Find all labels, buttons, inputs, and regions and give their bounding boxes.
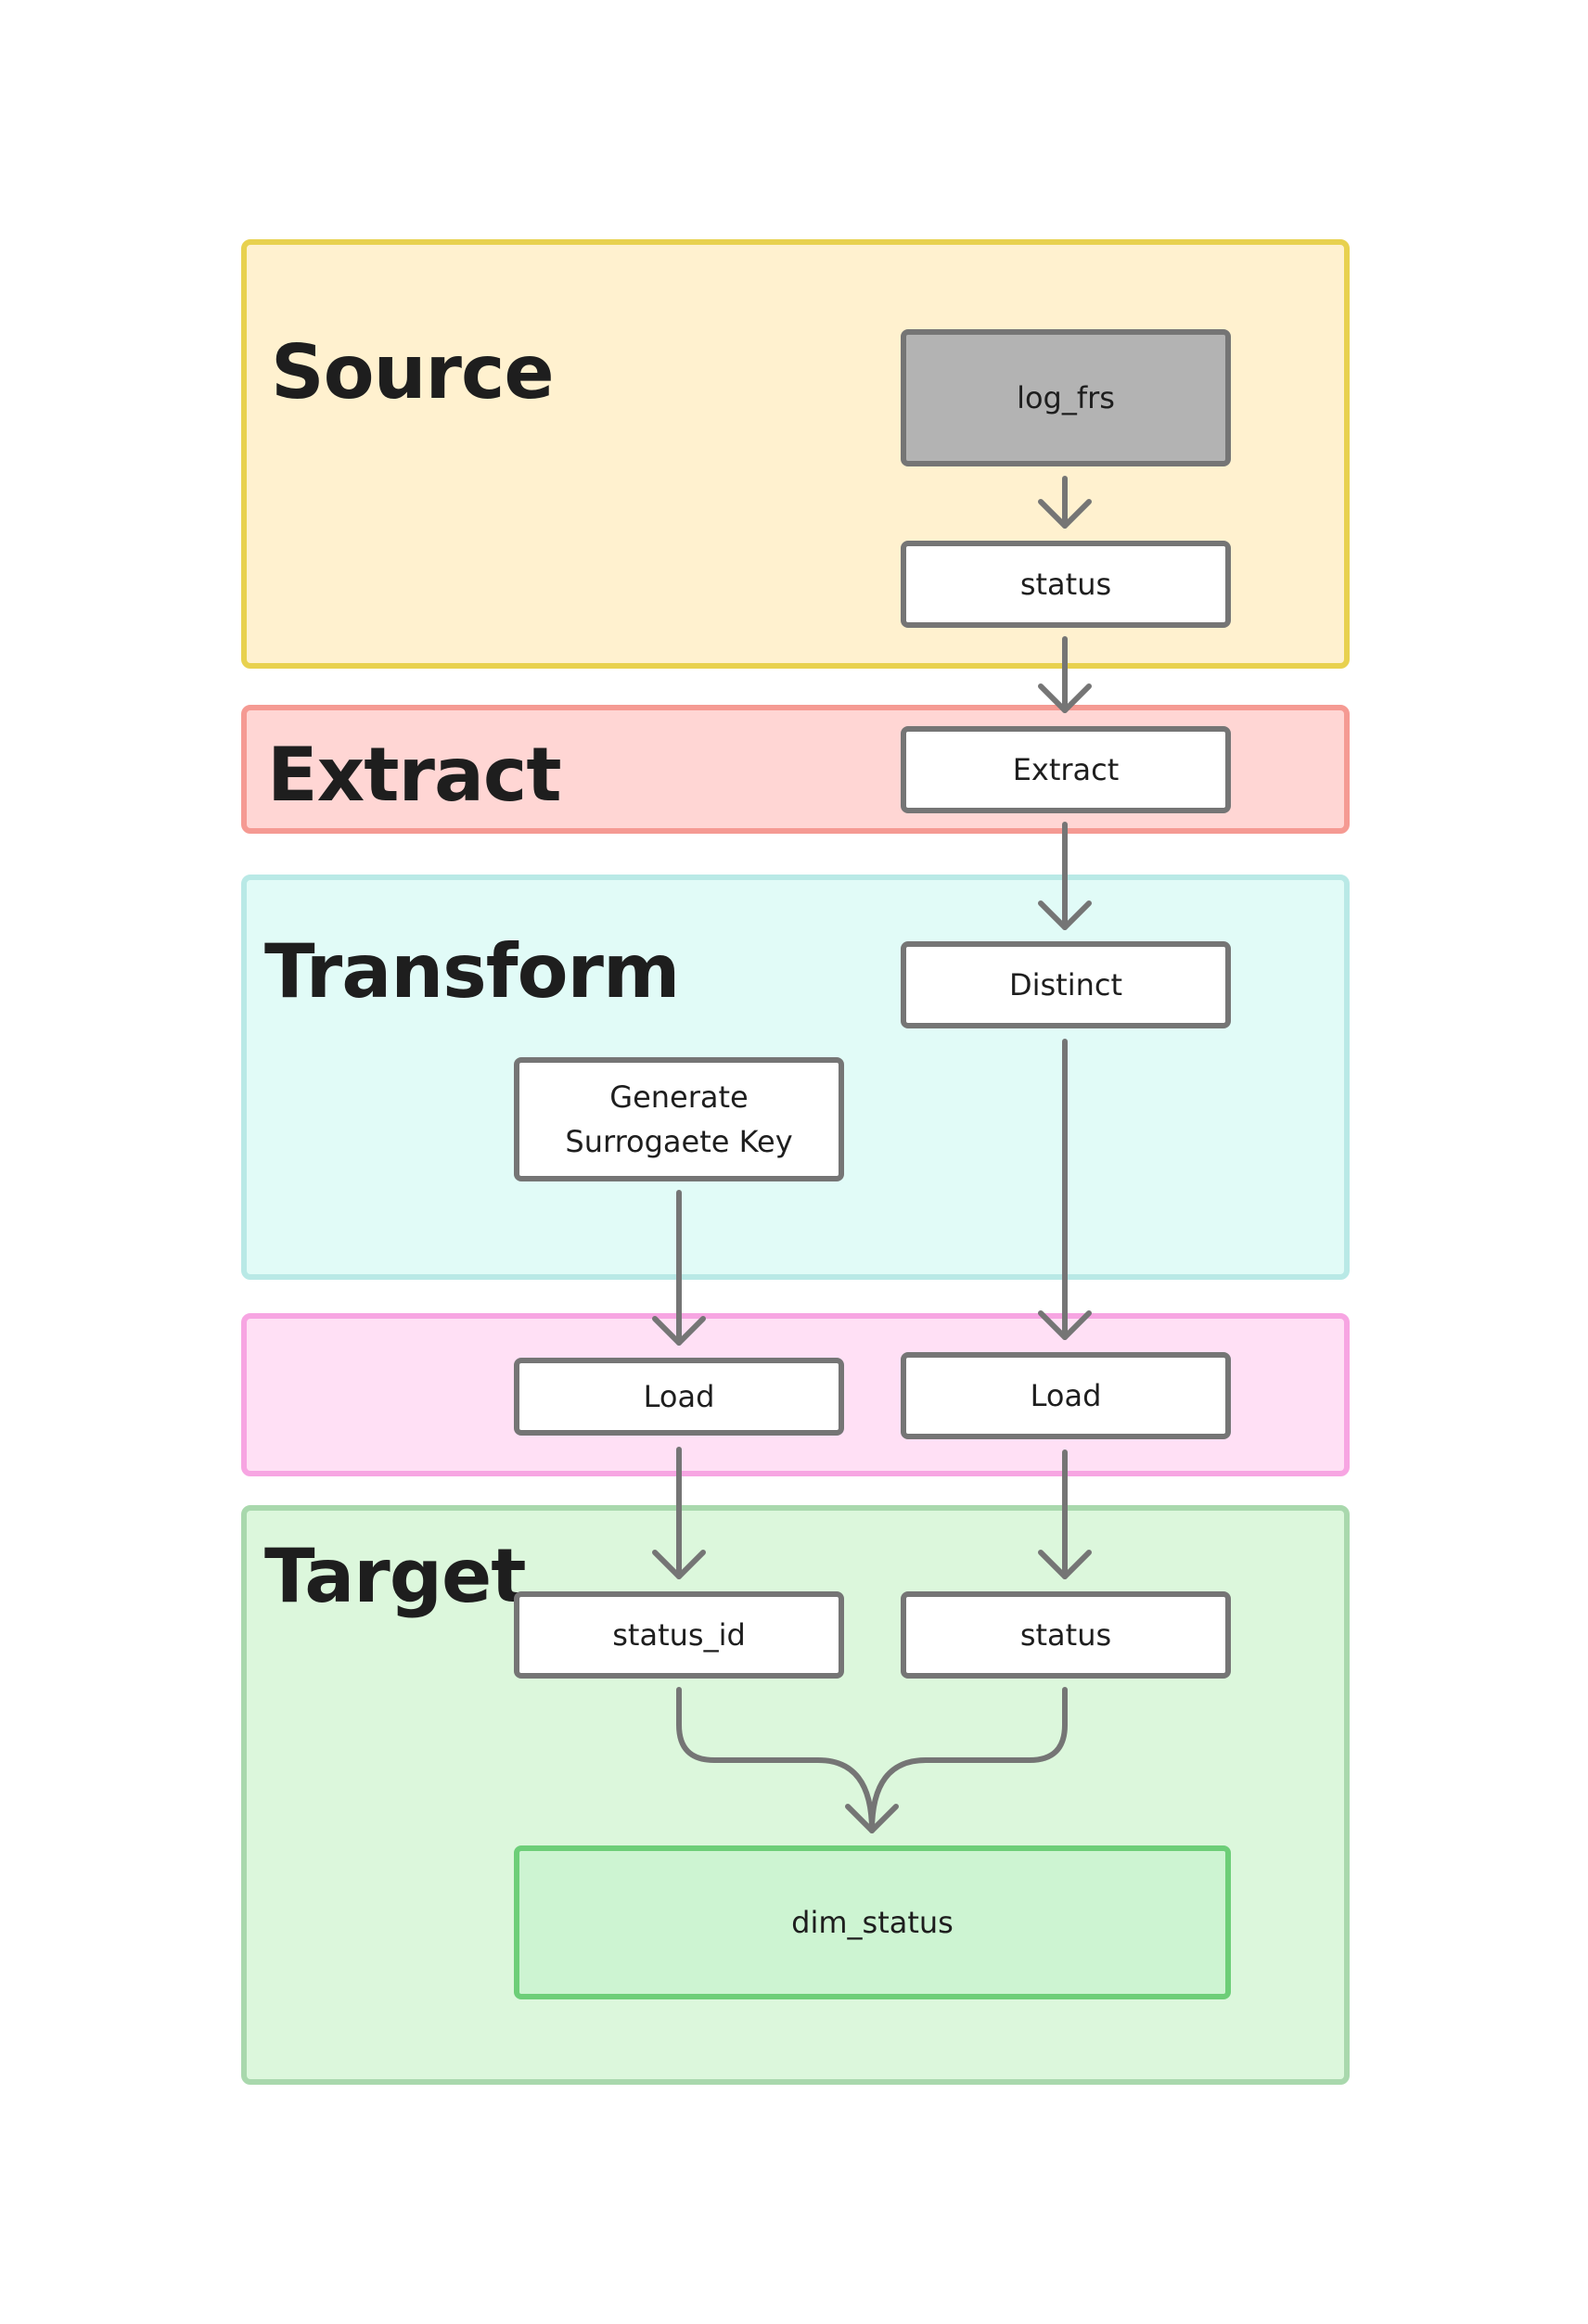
source-lane-title: Source [271, 329, 555, 415]
log-frs-table[interactable]: log_frs [901, 329, 1231, 466]
extract-lane-title: Extract [267, 732, 562, 818]
transform-lane-title: Transform [264, 928, 680, 1015]
source-status-column[interactable]: status [901, 541, 1231, 628]
target-status-id-column[interactable]: status_id [514, 1591, 844, 1679]
load-key-step[interactable]: Load [514, 1358, 844, 1436]
target-status-column[interactable]: status [901, 1591, 1231, 1679]
extract-step[interactable]: Extract [901, 726, 1231, 813]
load-status-step[interactable]: Load [901, 1352, 1231, 1439]
distinct-step[interactable]: Distinct [901, 941, 1231, 1028]
generate-surrogate-key-step[interactable]: Generate Surrogaete Key [514, 1057, 844, 1181]
dim-status-table[interactable]: dim_status [514, 1845, 1231, 1999]
target-lane-title: Target [264, 1533, 526, 1619]
